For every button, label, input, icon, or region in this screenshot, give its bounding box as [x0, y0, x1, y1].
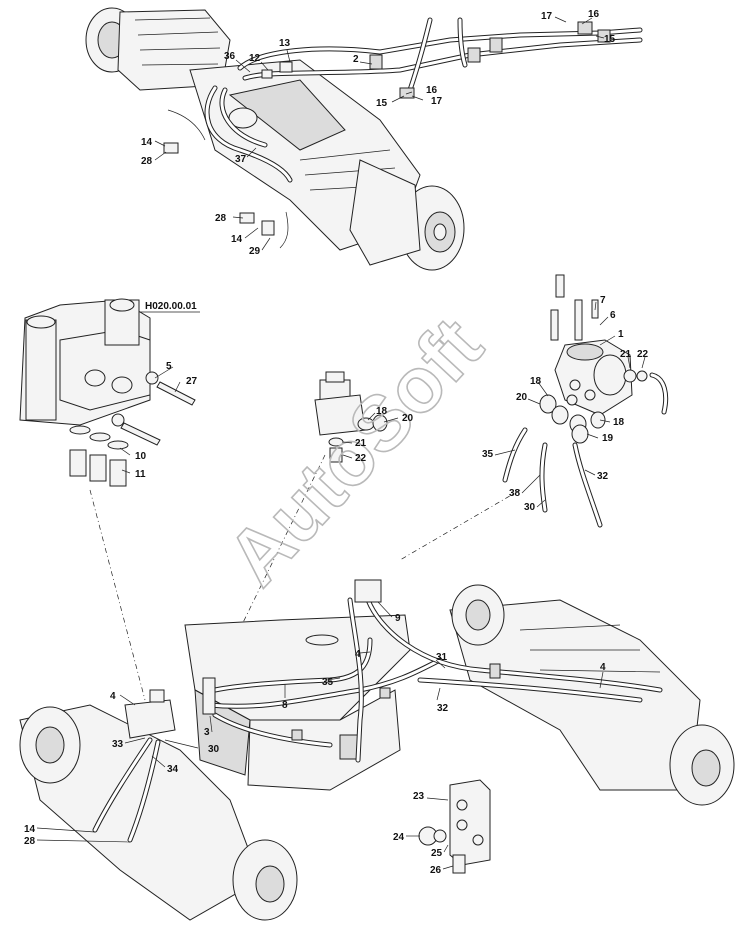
callout-32-detail: 32	[597, 471, 609, 482]
callout-10: 10	[135, 451, 147, 462]
callout-2: 2	[353, 54, 359, 65]
callout-14-low: 14	[231, 234, 243, 245]
callout-26: 26	[430, 865, 442, 876]
callout-28-top: 28	[141, 156, 153, 167]
callout-1: 1	[618, 329, 624, 340]
callout-21-right: 21	[620, 349, 632, 360]
callout-38: 38	[509, 488, 521, 499]
top-hydraulic-lines	[163, 17, 643, 249]
reference-code: H020.00.01	[145, 301, 197, 312]
watermark: AutoSoft	[210, 301, 499, 602]
callout-18-right-b: 18	[613, 417, 625, 428]
callout-28-low: 28	[215, 213, 227, 224]
callout-22-left: 22	[355, 453, 367, 464]
callout-16-mid: 16	[426, 85, 438, 96]
callout-4-left: 4	[110, 691, 116, 702]
callout-17-top: 17	[541, 11, 553, 22]
callout-24: 24	[393, 832, 405, 843]
relief-valve-detail	[418, 779, 491, 874]
callout-7: 7	[600, 295, 606, 306]
bottom-hydraulic-lines	[92, 579, 663, 843]
callout-36: 36	[224, 51, 236, 62]
callout-12: 12	[249, 53, 261, 64]
callout-11: 11	[135, 469, 146, 480]
callout-33: 33	[112, 739, 124, 750]
callout-14-bottom: 14	[24, 824, 36, 835]
callout-5: 5	[166, 361, 172, 372]
callout-9: 9	[395, 613, 401, 624]
callout-18-right-a: 18	[530, 376, 542, 387]
callout-22-right: 22	[637, 349, 649, 360]
callout-15-top: 15	[604, 34, 616, 45]
callout-23: 23	[413, 791, 425, 802]
callout-32-main: 32	[437, 703, 449, 714]
callout-8: 8	[282, 700, 288, 711]
callout-14-top: 14	[141, 137, 153, 148]
callout-17-mid: 17	[431, 96, 443, 107]
leader-lines	[36, 16, 646, 870]
callout-30-detail: 30	[524, 502, 536, 513]
callout-18-left: 18	[376, 406, 388, 417]
callout-27: 27	[186, 376, 198, 387]
callout-20-left: 20	[402, 413, 414, 424]
callout-35-main: 35	[322, 677, 334, 688]
callout-15-mid: 15	[376, 98, 388, 109]
callout-13: 13	[279, 38, 291, 49]
callout-34: 34	[167, 764, 179, 775]
callout-4-right: 4	[600, 662, 606, 673]
valve-block-detail	[19, 298, 200, 701]
callout-labels: 36 12 13 2 17 16 15 16 15 17 14 28 37 28…	[24, 9, 649, 876]
callout-31: 31	[436, 652, 448, 663]
callout-25: 25	[431, 848, 443, 859]
callout-16-top: 16	[588, 9, 600, 20]
callout-4-tank: 4	[355, 649, 361, 660]
top-axle-assembly	[85, 7, 465, 271]
callout-6: 6	[610, 310, 616, 321]
callout-21-left: 21	[355, 438, 367, 449]
callout-3: 3	[204, 727, 210, 738]
callout-30-main: 30	[208, 744, 220, 755]
callout-19: 19	[602, 433, 614, 444]
priority-valve-detail	[209, 371, 388, 691]
steering-unit-detail	[399, 274, 669, 561]
callout-37: 37	[235, 154, 247, 165]
callout-28-bottom: 28	[24, 836, 36, 847]
callout-29: 29	[249, 246, 261, 257]
callout-20-right: 20	[516, 392, 528, 403]
callout-35-detail: 35	[482, 449, 494, 460]
